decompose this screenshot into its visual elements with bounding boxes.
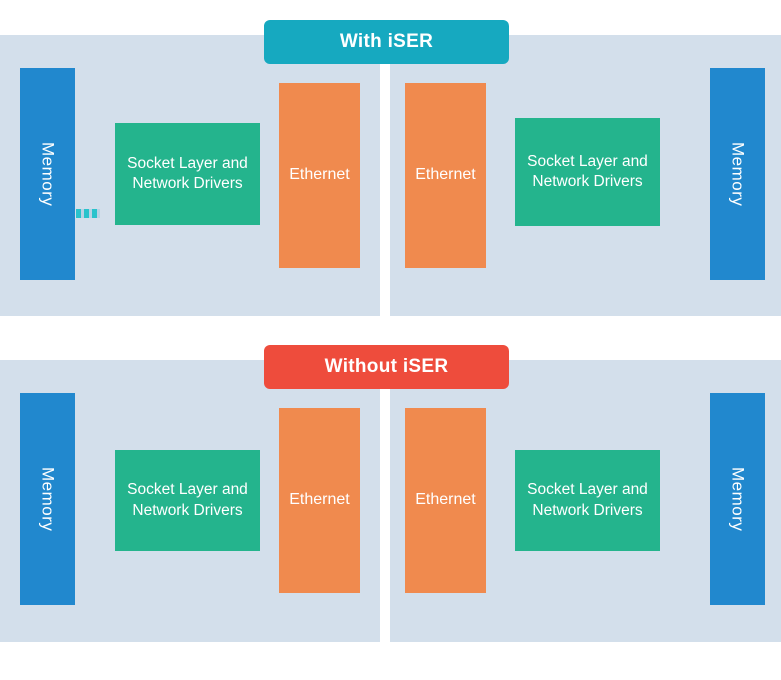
with-iser-left-memory-box: Memory — [20, 68, 75, 280]
without-iser-right-ethernet-box: Ethernet — [405, 408, 486, 593]
socket-label-line2: Network Drivers — [532, 173, 643, 190]
without-iser-header-label: Without iSER — [324, 356, 449, 377]
socket-label-line2: Network Drivers — [532, 501, 643, 519]
socket-label-line1: Socket Layer and — [127, 154, 248, 172]
with-iser-left-socket-box: Socket Layer and Network Drivers — [115, 123, 260, 225]
socket-label-line1: Socket Layer and — [527, 152, 648, 170]
without-iser-left-panel: Memory Socket Layer and Network Drivers … — [0, 360, 380, 642]
with-iser-right-ethernet-box: Ethernet — [405, 83, 486, 268]
with-iser-header-pill: With iSER — [264, 20, 509, 64]
iser-rdma-connector — [76, 209, 100, 218]
with-iser-header-label: With iSER — [339, 31, 434, 52]
socket-label-line2: Network Drivers — [132, 175, 243, 192]
section-without-iser: Memory Socket Layer and Network Drivers … — [0, 360, 781, 642]
without-iser-left-socket-box: Socket Layer and Network Drivers — [115, 450, 260, 551]
socket-label-line1: Socket Layer and — [127, 481, 248, 499]
with-iser-right-panel: Ethernet Socket Layer and Network Driver… — [390, 35, 781, 316]
without-iser-right-panel: Ethernet Socket Layer and Network Driver… — [390, 360, 781, 642]
ethernet-label: Ethernet — [415, 491, 476, 509]
without-iser-header-pill: Without iSER — [264, 345, 509, 389]
without-iser-left-ethernet-box: Ethernet — [279, 408, 360, 593]
with-iser-right-memory-box: Memory — [710, 68, 765, 280]
socket-label-line2: Network Drivers — [132, 501, 243, 519]
ethernet-label: Ethernet — [289, 491, 350, 509]
with-iser-left-panel: Memory Socket Layer and Network Drivers … — [0, 35, 380, 316]
memory-label: Memory — [728, 466, 748, 532]
ethernet-label: Ethernet — [289, 166, 350, 184]
section-with-iser: Memory Socket Layer and Network Drivers … — [0, 35, 781, 316]
with-iser-left-ethernet-box: Ethernet — [279, 83, 360, 268]
memory-label: Memory — [38, 141, 58, 207]
memory-label: Memory — [38, 466, 58, 532]
without-iser-right-socket-box: Socket Layer and Network Drivers — [515, 450, 660, 551]
without-iser-right-memory-box: Memory — [710, 393, 765, 605]
without-iser-left-memory-box: Memory — [20, 393, 75, 605]
ethernet-label: Ethernet — [415, 166, 476, 184]
with-iser-right-socket-box: Socket Layer and Network Drivers — [515, 118, 660, 226]
socket-label-line1: Socket Layer and — [527, 481, 648, 499]
memory-label: Memory — [728, 141, 748, 207]
